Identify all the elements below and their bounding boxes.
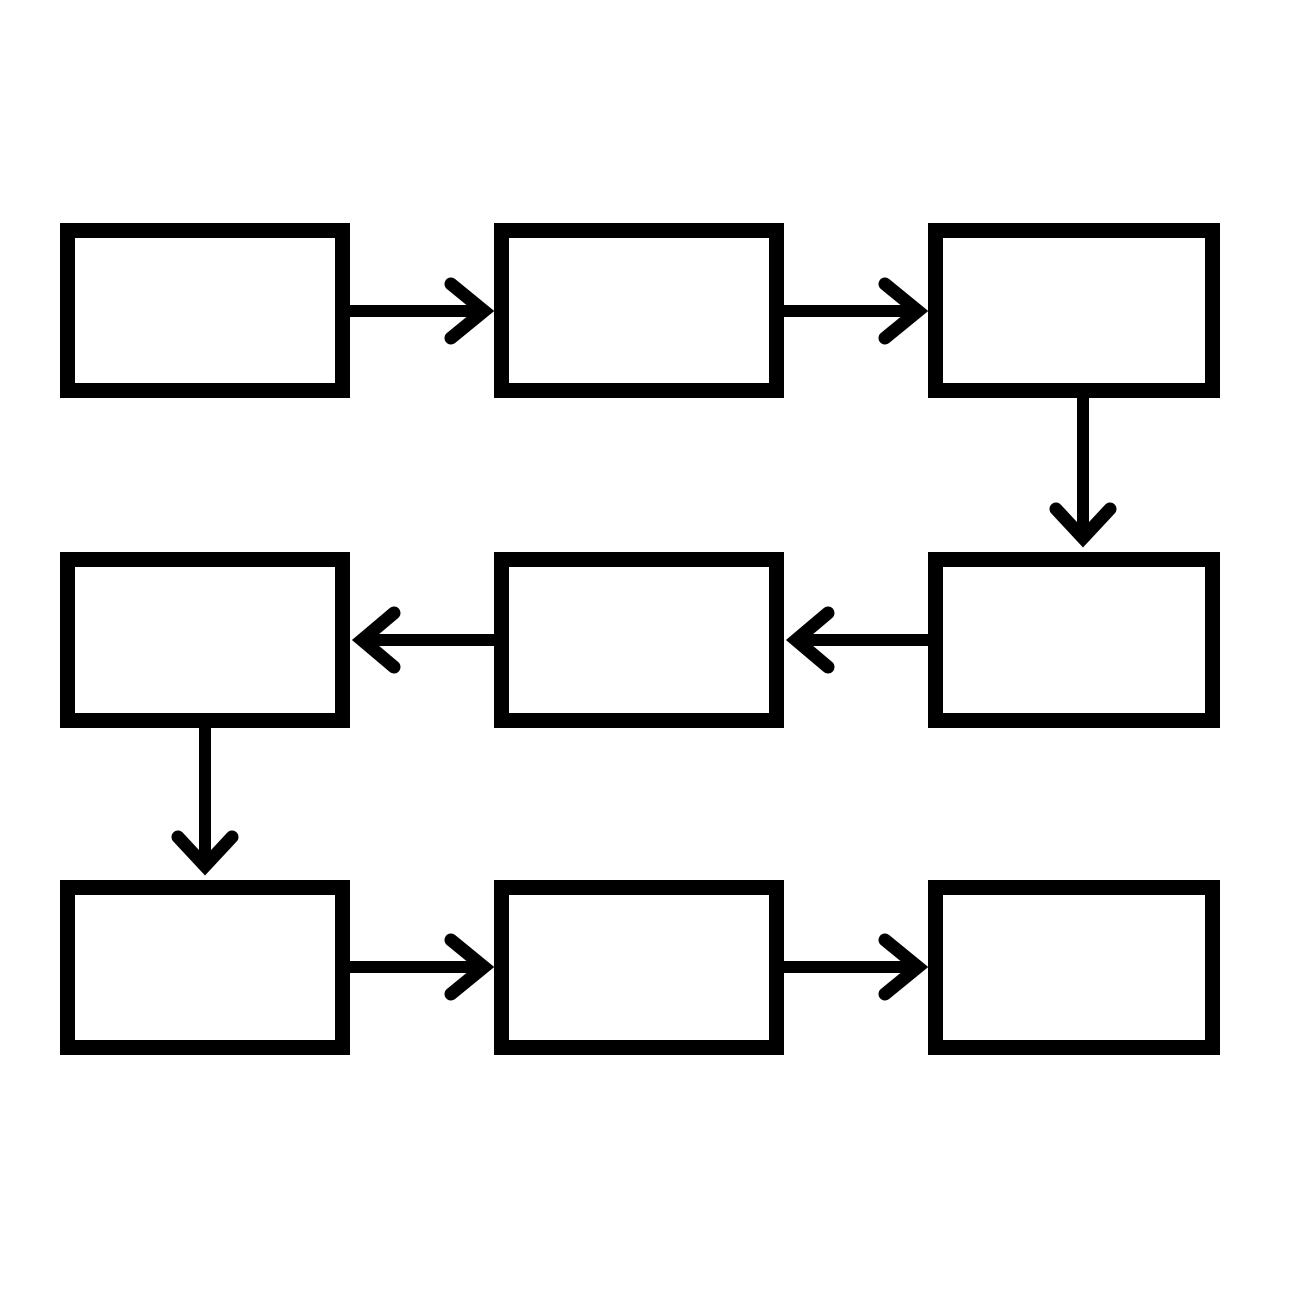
arrowhead-left-icon: [351, 606, 401, 674]
arrowhead-left-icon: [785, 606, 835, 674]
arrowhead-down-icon: [171, 830, 239, 876]
node-6: [60, 552, 350, 728]
arrow-7-to-8: [350, 933, 495, 1001]
node-2: [494, 223, 784, 398]
arrow-6-to-7: [171, 728, 239, 876]
arrow-1-to-2: [350, 277, 495, 345]
node-1: [60, 223, 350, 398]
arrow-4-to-5: [785, 606, 928, 674]
arrow-8-to-9: [784, 933, 929, 1001]
node-5: [494, 552, 784, 728]
arrowhead-right-icon: [878, 277, 929, 345]
arrowhead-right-icon: [878, 933, 929, 1001]
node-8: [494, 880, 784, 1055]
node-9: [928, 880, 1220, 1055]
arrowhead-right-icon: [444, 277, 495, 345]
node-4: [928, 552, 1220, 728]
arrow-2-to-3: [784, 277, 929, 345]
node-7: [60, 880, 350, 1055]
arrowhead-down-icon: [1049, 502, 1117, 548]
node-3: [928, 223, 1220, 398]
arrow-3-to-4: [1049, 398, 1117, 548]
arrowhead-right-icon: [444, 933, 495, 1001]
arrow-5-to-6: [351, 606, 494, 674]
